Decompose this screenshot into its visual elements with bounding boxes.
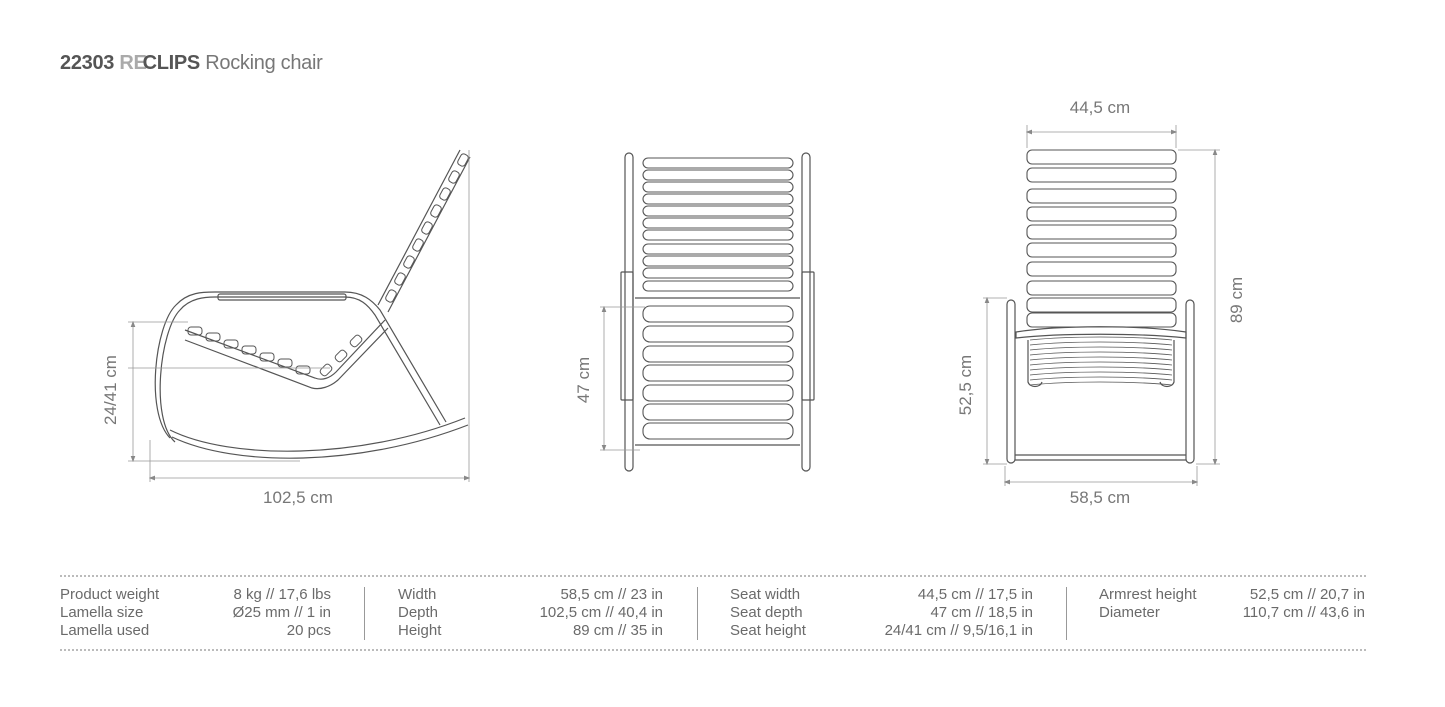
side-dimensions bbox=[128, 150, 471, 482]
column-divider bbox=[697, 587, 698, 640]
front-seat-width-label: 44,5 cm bbox=[1070, 98, 1130, 117]
column-divider bbox=[1066, 587, 1067, 640]
top-dimensions bbox=[600, 305, 645, 452]
front-view bbox=[1006, 149, 1195, 464]
page-title: 22303 RECLIPS Rocking chair bbox=[60, 52, 323, 75]
front-width-label: 58,5 cm bbox=[1070, 488, 1130, 507]
product-code: 22303 bbox=[60, 52, 115, 74]
top-seat-depth-label: 47 cm bbox=[574, 357, 593, 403]
side-height-label: 24/41 cm bbox=[101, 355, 120, 425]
side-view bbox=[154, 149, 471, 459]
technical-drawing: 24/41 cm 102,5 cm bbox=[101, 98, 1246, 507]
side-depth-label: 102,5 cm bbox=[263, 488, 333, 507]
front-height-label: 89 cm bbox=[1227, 277, 1246, 323]
brand-re: RE bbox=[119, 52, 147, 74]
brand-clips: CLIPS bbox=[142, 52, 201, 74]
column-divider bbox=[364, 587, 365, 640]
top-view bbox=[620, 152, 815, 472]
front-dimensions bbox=[983, 125, 1220, 486]
front-armrest-label: 52,5 cm bbox=[956, 355, 975, 415]
product-name: Rocking chair bbox=[205, 52, 323, 74]
